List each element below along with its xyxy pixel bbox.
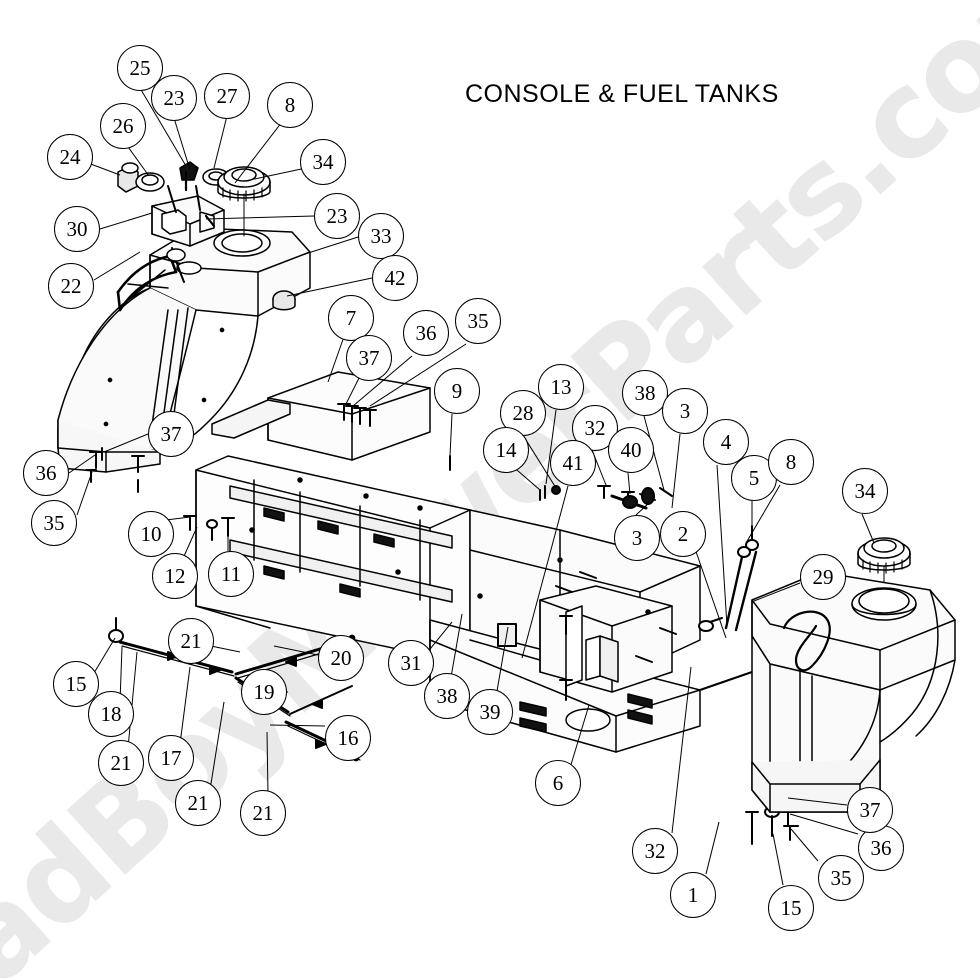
callout-15[interactable]: 15 <box>53 661 99 707</box>
callout-32b[interactable]: 32 <box>632 828 678 874</box>
callout-39[interactable]: 39 <box>467 689 513 735</box>
callout-8b[interactable]: 8 <box>768 439 814 485</box>
callout-42[interactable]: 42 <box>372 255 418 301</box>
callout-40[interactable]: 40 <box>608 427 654 473</box>
callout-29[interactable]: 29 <box>800 554 846 600</box>
callout-17[interactable]: 17 <box>148 735 194 781</box>
callout-9[interactable]: 9 <box>434 368 480 414</box>
callout-22[interactable]: 22 <box>48 263 94 309</box>
callout-36b[interactable]: 36 <box>23 450 69 496</box>
callout-35c[interactable]: 35 <box>818 855 864 901</box>
linkage-rods <box>108 617 361 762</box>
callout-37c[interactable]: 37 <box>847 787 893 833</box>
callout-38[interactable]: 38 <box>622 370 668 416</box>
callout-6[interactable]: 6 <box>535 760 581 806</box>
callout-21c[interactable]: 21 <box>175 780 221 826</box>
callout-37b[interactable]: 37 <box>148 411 194 457</box>
callout-8[interactable]: 8 <box>267 82 313 128</box>
callout-36[interactable]: 36 <box>403 310 449 356</box>
callout-2[interactable]: 2 <box>660 511 706 557</box>
callout-35[interactable]: 35 <box>455 298 501 344</box>
callout-16[interactable]: 16 <box>325 715 371 761</box>
page-title: CONSOLE & FUEL TANKS <box>465 80 779 108</box>
callout-27[interactable]: 27 <box>204 73 250 119</box>
callout-37[interactable]: 37 <box>346 335 392 381</box>
callout-32[interactable]: 32 <box>572 405 618 451</box>
callout-15b[interactable]: 15 <box>768 885 814 931</box>
right-fuel-tank <box>751 537 956 813</box>
callout-31[interactable]: 31 <box>388 640 434 686</box>
callout-26[interactable]: 26 <box>100 103 146 149</box>
callout-23b[interactable]: 23 <box>314 193 360 239</box>
callout-34b[interactable]: 34 <box>842 468 888 514</box>
callout-19[interactable]: 19 <box>241 669 287 715</box>
callout-20[interactable]: 20 <box>318 635 364 681</box>
left-console-tank <box>57 227 311 473</box>
callout-33[interactable]: 33 <box>358 213 404 259</box>
callout-10[interactable]: 10 <box>128 511 174 557</box>
callout-12[interactable]: 12 <box>152 553 198 599</box>
callout-21b[interactable]: 21 <box>98 740 144 786</box>
callout-13[interactable]: 13 <box>538 364 584 410</box>
callout-1[interactable]: 1 <box>670 872 716 918</box>
callout-24[interactable]: 24 <box>47 134 93 180</box>
callout-34[interactable]: 34 <box>300 139 346 185</box>
callout-21d[interactable]: 21 <box>240 790 286 836</box>
callout-30[interactable]: 30 <box>54 206 100 252</box>
callout-11[interactable]: 11 <box>208 551 254 597</box>
callout-14[interactable]: 14 <box>483 427 529 473</box>
callout-21[interactable]: 21 <box>168 618 214 664</box>
callout-18[interactable]: 18 <box>88 691 134 737</box>
callout-35b[interactable]: 35 <box>31 500 77 546</box>
callout-41[interactable]: 41 <box>550 440 596 486</box>
callout-36c[interactable]: 36 <box>858 825 904 871</box>
callout-3b[interactable]: 3 <box>614 515 660 561</box>
callout-23[interactable]: 23 <box>151 75 197 121</box>
callout-38b[interactable]: 38 <box>424 673 470 719</box>
callout-3[interactable]: 3 <box>662 388 708 434</box>
